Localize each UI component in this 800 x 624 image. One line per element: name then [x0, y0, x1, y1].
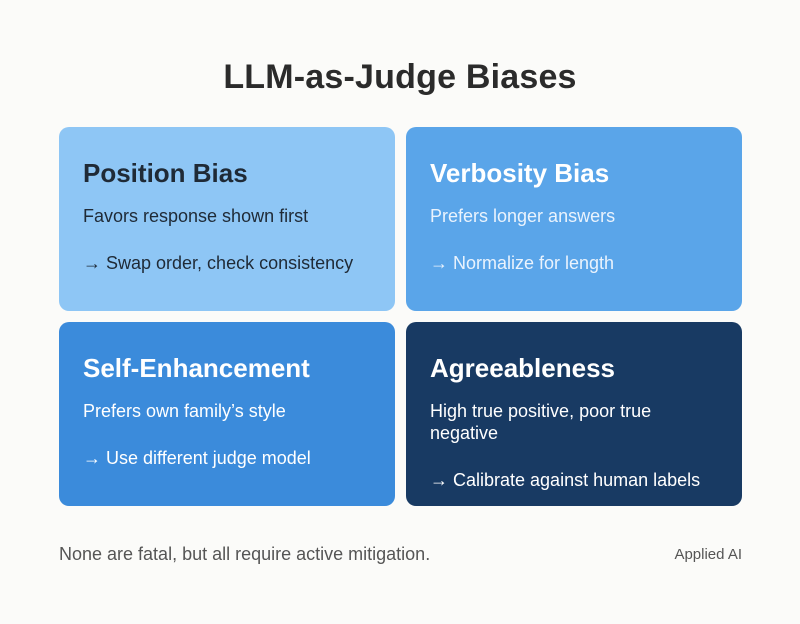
- bias-grid: Position Bias Favors response shown firs…: [59, 127, 742, 506]
- card-title: Position Bias: [83, 158, 248, 188]
- footer-brand: Applied AI: [674, 546, 742, 563]
- footer-note: None are fatal, but all require active m…: [59, 544, 431, 564]
- card-description: High true positive, poor true negative: [430, 401, 652, 443]
- card-description: Prefers own family’s style: [83, 401, 286, 421]
- card-description: Favors response shown first: [83, 206, 309, 226]
- card-self-enhancement: Self-Enhancement Prefers own family’s st…: [59, 322, 395, 506]
- card-position-bias: Position Bias Favors response shown firs…: [59, 127, 395, 311]
- card-description: Prefers longer answers: [430, 206, 616, 226]
- card-title: Self-Enhancement: [83, 353, 310, 383]
- card-mitigation: → Calibrate against human labels: [430, 470, 701, 490]
- page-title: LLM-as-Judge Biases: [223, 58, 577, 96]
- card-agreeableness: Agreeableness High true positive, poor t…: [406, 322, 742, 506]
- card-verbosity-bias: Verbosity Bias Prefers longer answers → …: [406, 127, 742, 311]
- card-mitigation: → Use different judge model: [83, 448, 311, 468]
- card-title: Verbosity Bias: [430, 158, 610, 188]
- card-title: Agreeableness: [430, 353, 615, 383]
- card-mitigation: → Normalize for length: [430, 253, 615, 273]
- card-mitigation: → Swap order, check consistency: [83, 253, 354, 273]
